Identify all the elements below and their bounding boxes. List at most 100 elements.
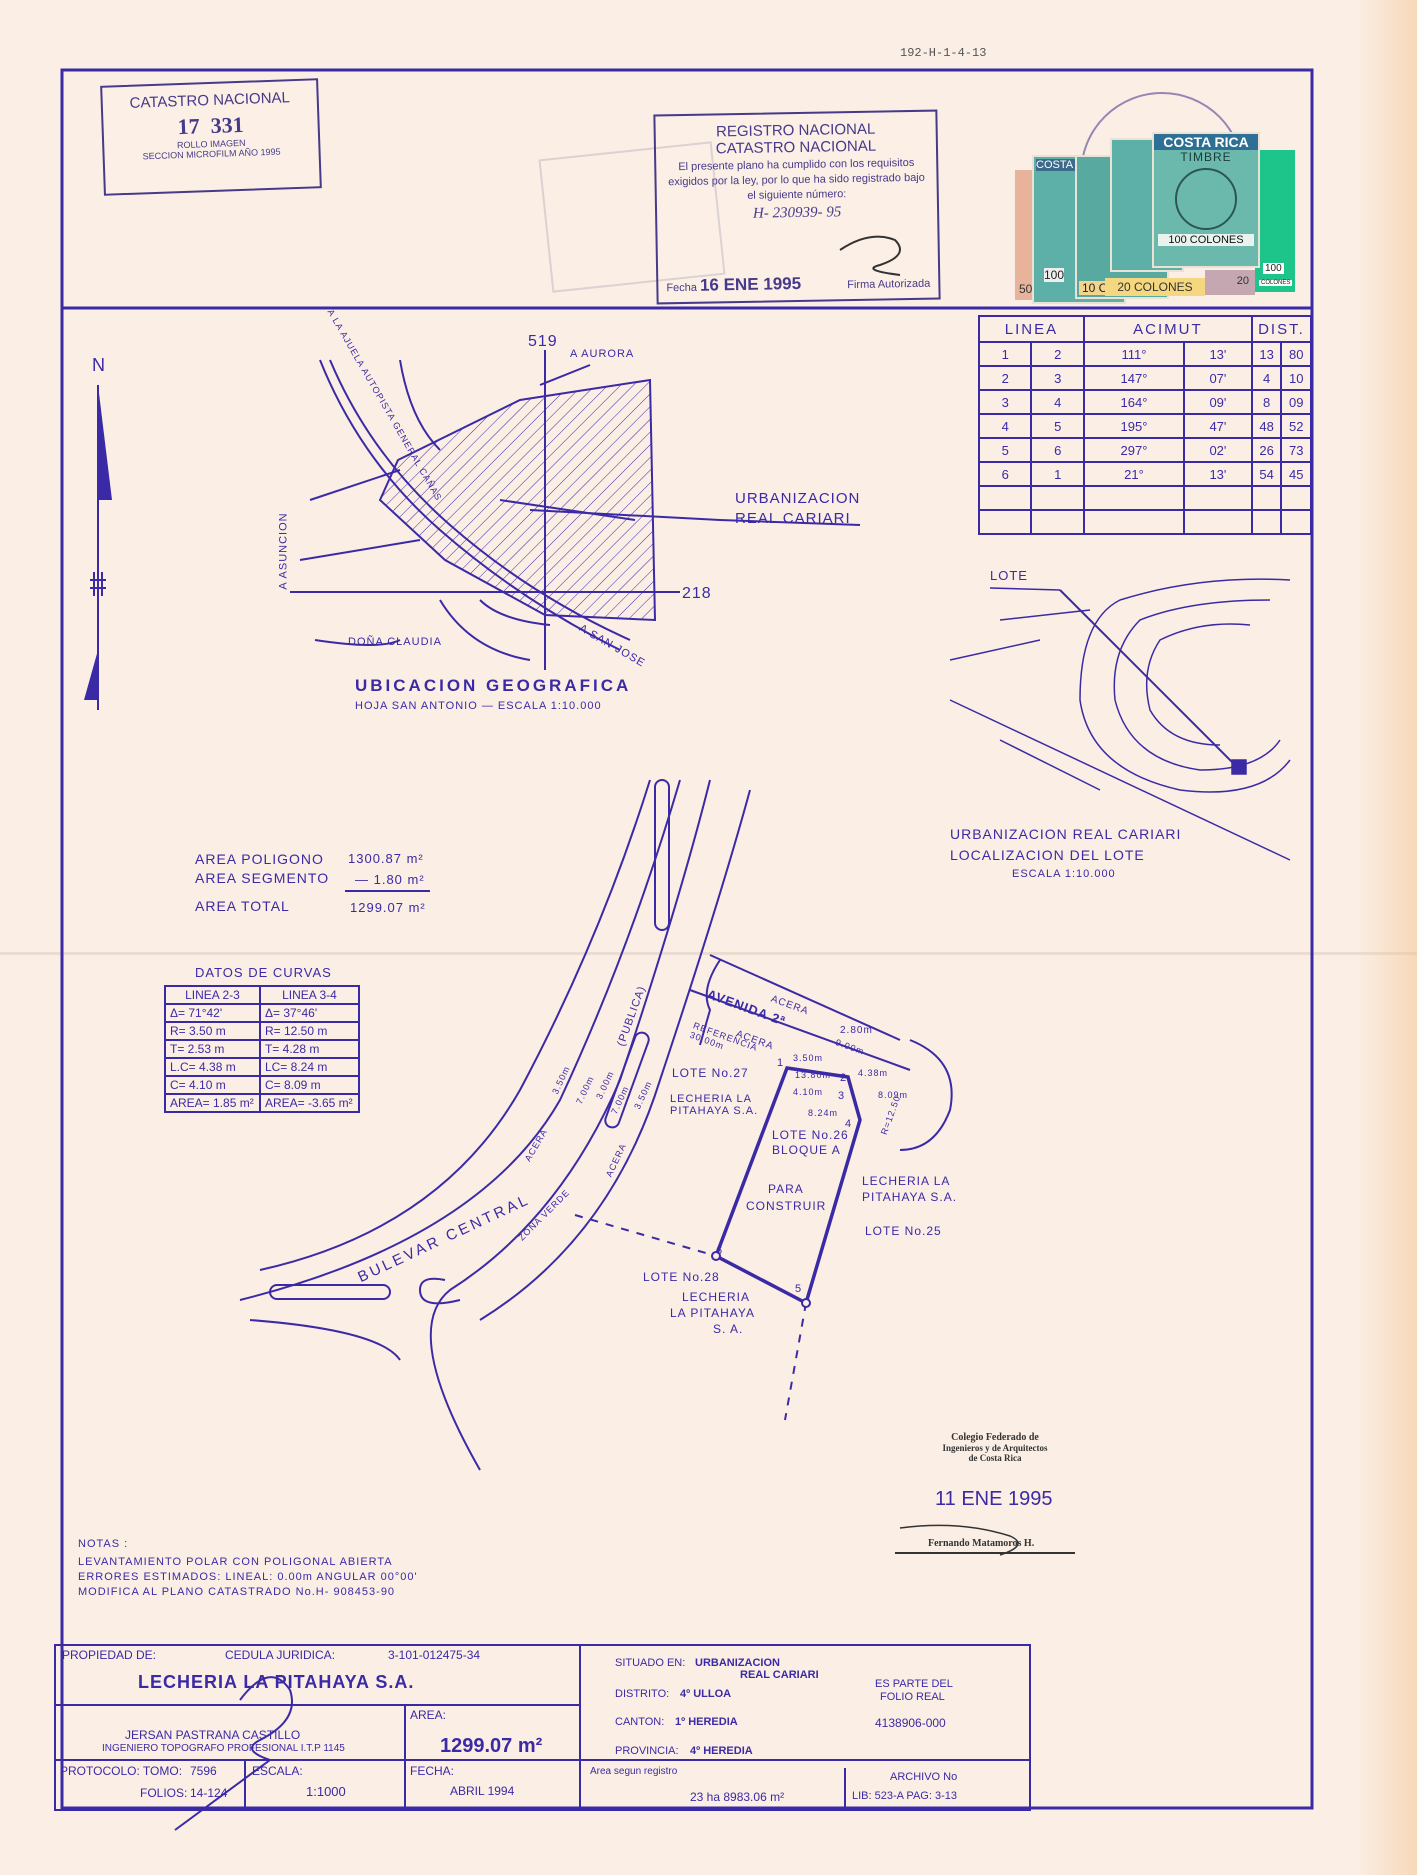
point-4: 4 bbox=[845, 1118, 853, 1130]
azimuth-cell: 02' bbox=[1182, 437, 1253, 463]
azimuth-cell: 6 bbox=[1030, 437, 1085, 463]
azimuth-cell: 8 bbox=[1250, 389, 1283, 415]
area-underline bbox=[345, 890, 430, 892]
azimuth-cell: 09 bbox=[1280, 389, 1312, 415]
area-total-value: 1299.07 m² bbox=[350, 900, 426, 915]
propiedad-label: PROPIEDAD DE: bbox=[62, 1648, 157, 1662]
catastro-title: CATASTRO NACIONAL bbox=[129, 89, 291, 112]
notas-line3: MODIFICA AL PLANO CATASTRADO No.H- 90845… bbox=[78, 1586, 396, 1598]
area-poligono-value: 1300.87 m² bbox=[348, 851, 424, 866]
engineer-title: INGENIERO TOPOGRAFO PROFESIONAL I.T.P 11… bbox=[102, 1743, 345, 1754]
canton-value: 1º HEREDIA bbox=[675, 1716, 738, 1728]
azimuth-empty-cell bbox=[1280, 509, 1312, 535]
timbre-brand: COSTA RICA bbox=[1154, 134, 1258, 150]
fecha-label: FECHA: bbox=[410, 1764, 455, 1778]
registro-firma: Firma Autorizada bbox=[847, 277, 931, 292]
azimuth-cell: 3 bbox=[1030, 365, 1085, 391]
tomo-value: 7596 bbox=[190, 1764, 217, 1778]
azimuth-cell: 13' bbox=[1182, 461, 1253, 487]
azimuth-empty-cell bbox=[1082, 509, 1185, 535]
azimuth-header-linea: LINEA bbox=[978, 315, 1085, 343]
escala-value: 1:1000 bbox=[306, 1784, 346, 1799]
localizacion-scale: ESCALA 1:10.000 bbox=[1012, 868, 1116, 880]
lote28-owner-3: S. A. bbox=[713, 1322, 744, 1336]
timbre-green-value: 100 bbox=[1263, 263, 1284, 274]
north-arrow bbox=[84, 385, 112, 710]
situado-value-1: URBANIZACION bbox=[695, 1657, 780, 1669]
point-2: 2 bbox=[840, 1072, 848, 1084]
distrito-value: 4º ULLOA bbox=[680, 1688, 732, 1700]
label-asuncion: A ASUNCION bbox=[277, 512, 290, 590]
curvas-cell: LC= 8.24 m bbox=[258, 1057, 361, 1077]
curvas-cell: AREA= -3.65 m² bbox=[258, 1093, 361, 1113]
timbre-value: 100 COLONES bbox=[1158, 234, 1254, 246]
azimuth-empty-cell bbox=[977, 509, 1033, 535]
timbre-green-sub: COLONES bbox=[1259, 280, 1293, 286]
ubicacion-title: UBICACION GEOGRAFICA bbox=[355, 676, 632, 695]
azimuth-cell: 2 bbox=[977, 365, 1033, 391]
dim-1380: 13.80m bbox=[795, 1070, 832, 1080]
dim-809: 8.09m bbox=[878, 1090, 909, 1100]
archivo-value: LIB: 523-A PAG: 3-13 bbox=[852, 1790, 957, 1802]
localizacion-title2: LOCALIZACION DEL LOTE bbox=[950, 847, 1145, 863]
azimuth-empty-cell bbox=[1182, 509, 1253, 535]
cedula-value: 3-101-012475-34 bbox=[388, 1648, 481, 1662]
owner-name: LECHERIA LA PITAHAYA S.A. bbox=[138, 1672, 415, 1692]
notas-title: NOTAS : bbox=[78, 1538, 129, 1550]
localizacion-title1: URBANIZACION REAL CARIARI bbox=[950, 826, 1182, 842]
azimuth-cell: 26 bbox=[1250, 437, 1283, 463]
azimuth-cell: 4 bbox=[977, 413, 1033, 439]
archivo-label: ARCHIVO No bbox=[890, 1771, 958, 1783]
label-dona-claudia: DOÑA CLAUDIA bbox=[348, 636, 442, 648]
timbre-20-small: 20 bbox=[1205, 270, 1255, 295]
curvas-cell: C= 8.09 m bbox=[258, 1075, 361, 1095]
point-5: 5 bbox=[795, 1283, 803, 1295]
timbre-20-colones: 20 COLONES bbox=[1105, 278, 1205, 296]
azimuth-empty-cell bbox=[977, 485, 1033, 511]
location-sketch bbox=[290, 350, 680, 670]
timbre-10-value: 10 C bbox=[1079, 281, 1111, 295]
azimuth-cell: 297° bbox=[1082, 437, 1185, 463]
curvas-title: DATOS DE CURVAS bbox=[195, 965, 332, 980]
folios-label: FOLIOS: bbox=[140, 1786, 188, 1800]
azimuth-empty-cell bbox=[1250, 485, 1283, 511]
timbre-20-small-value: 20 bbox=[1236, 275, 1249, 287]
curvas-row: Δ= 71°42'Δ= 37°46' bbox=[164, 1003, 361, 1023]
timbre-seal bbox=[1175, 168, 1237, 230]
curvas-cell: L.C= 4.38 m bbox=[164, 1057, 261, 1077]
colegio-seal: Colegio Federado de Ingenieros y de Arqu… bbox=[905, 1432, 1085, 1463]
area-value: 1299.07 m² bbox=[440, 1735, 543, 1757]
azimuth-cell: 10 bbox=[1280, 365, 1312, 391]
colegio-signer: Fernando Matamoros H. bbox=[928, 1538, 1035, 1549]
curvas-cell: R= 12.50 m bbox=[258, 1021, 361, 1041]
north-label: N bbox=[92, 355, 105, 375]
lote27-owner: LECHERIA LA PITAHAYA S.A. bbox=[670, 1093, 759, 1117]
lote28-owner-1: LECHERIA bbox=[682, 1290, 751, 1304]
azimuth-header-dist: DIST. bbox=[1250, 315, 1313, 343]
point-1: 1 bbox=[777, 1057, 785, 1069]
area-segmento-value: — 1.80 m² bbox=[355, 872, 425, 887]
azimuth-cell: 5 bbox=[977, 437, 1033, 463]
lot-polygon bbox=[574, 1066, 862, 1421]
coord-19: 519 bbox=[528, 333, 558, 350]
curvas-cell: T= 4.28 m bbox=[258, 1039, 361, 1059]
azimuth-cell: 13 bbox=[1250, 341, 1283, 367]
colegio-date: 11 ENE 1995 bbox=[935, 1488, 1053, 1510]
azimuth-header-acimut: ACIMUT bbox=[1082, 315, 1253, 343]
locality-sketch bbox=[949, 578, 1291, 861]
azimuth-cell: 111° bbox=[1082, 341, 1185, 367]
ubicacion-subtitle: HOJA SAN ANTONIO — ESCALA 1:10.000 bbox=[355, 700, 602, 712]
para-label: PARA bbox=[768, 1182, 804, 1196]
engineer-name: JERSAN PASTRANA CASTILLO bbox=[125, 1728, 301, 1742]
azimuth-cell: 48 bbox=[1250, 413, 1283, 439]
curvas-header-1: LINEA 2-3 bbox=[164, 985, 261, 1005]
